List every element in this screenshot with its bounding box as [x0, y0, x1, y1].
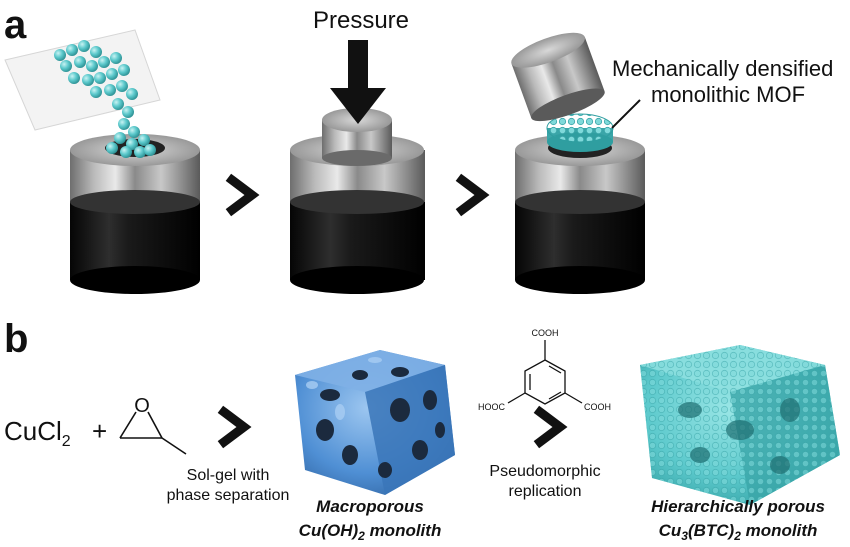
btc-linker-structure-icon — [507, 340, 583, 405]
plus-sign: + — [92, 416, 107, 446]
press-die-2 — [290, 108, 425, 294]
panel-a-letter: a — [4, 3, 27, 47]
callout-line-2: monolithic MOF — [651, 82, 805, 107]
epoxide-structure-icon — [119, 411, 187, 455]
press-die-1 — [70, 134, 200, 294]
hierarchical-mof-monolith — [640, 345, 840, 505]
macroporous-monolith — [295, 350, 455, 495]
lifted-piston — [511, 32, 605, 122]
epoxide-oxygen: O — [134, 395, 150, 417]
callout-line-1: Mechanically densified — [612, 56, 833, 81]
linker-cooh-right: COOH — [584, 402, 611, 412]
product1-line2: Cu(OH)2 monolith — [299, 521, 442, 543]
step1-label-line1: Sol-gel with — [187, 467, 270, 484]
product1-line1: Macroporous — [316, 497, 424, 516]
panel-b-letter: b — [4, 317, 28, 361]
linker-cooh-top: COOH — [532, 328, 559, 338]
densified-mof-pellet — [546, 113, 614, 152]
reagent-cucl2: CuCl2 — [4, 416, 71, 450]
pressure-label: Pressure — [313, 7, 409, 34]
chevron-arrow-icon — [217, 405, 252, 449]
chevron-arrow-icon — [533, 405, 568, 449]
linker-hooc-left: HOOC — [478, 402, 506, 412]
chevron-arrow-icon — [225, 173, 260, 217]
chevron-arrow-icon — [455, 173, 490, 217]
step2-label-line1: Pseudomorphic — [489, 463, 600, 480]
press-die-3 — [515, 134, 645, 294]
step2-label-line2: replication — [509, 483, 582, 500]
callout-line — [611, 99, 641, 129]
pressure-arrow-icon — [330, 40, 386, 124]
mof-powder-sheet — [4, 29, 161, 158]
step1-label-line2: phase separation — [167, 487, 290, 504]
product2-line1: Hierarchically porous — [651, 497, 825, 516]
product2-line2: Cu3(BTC)2 monolith — [659, 521, 818, 543]
